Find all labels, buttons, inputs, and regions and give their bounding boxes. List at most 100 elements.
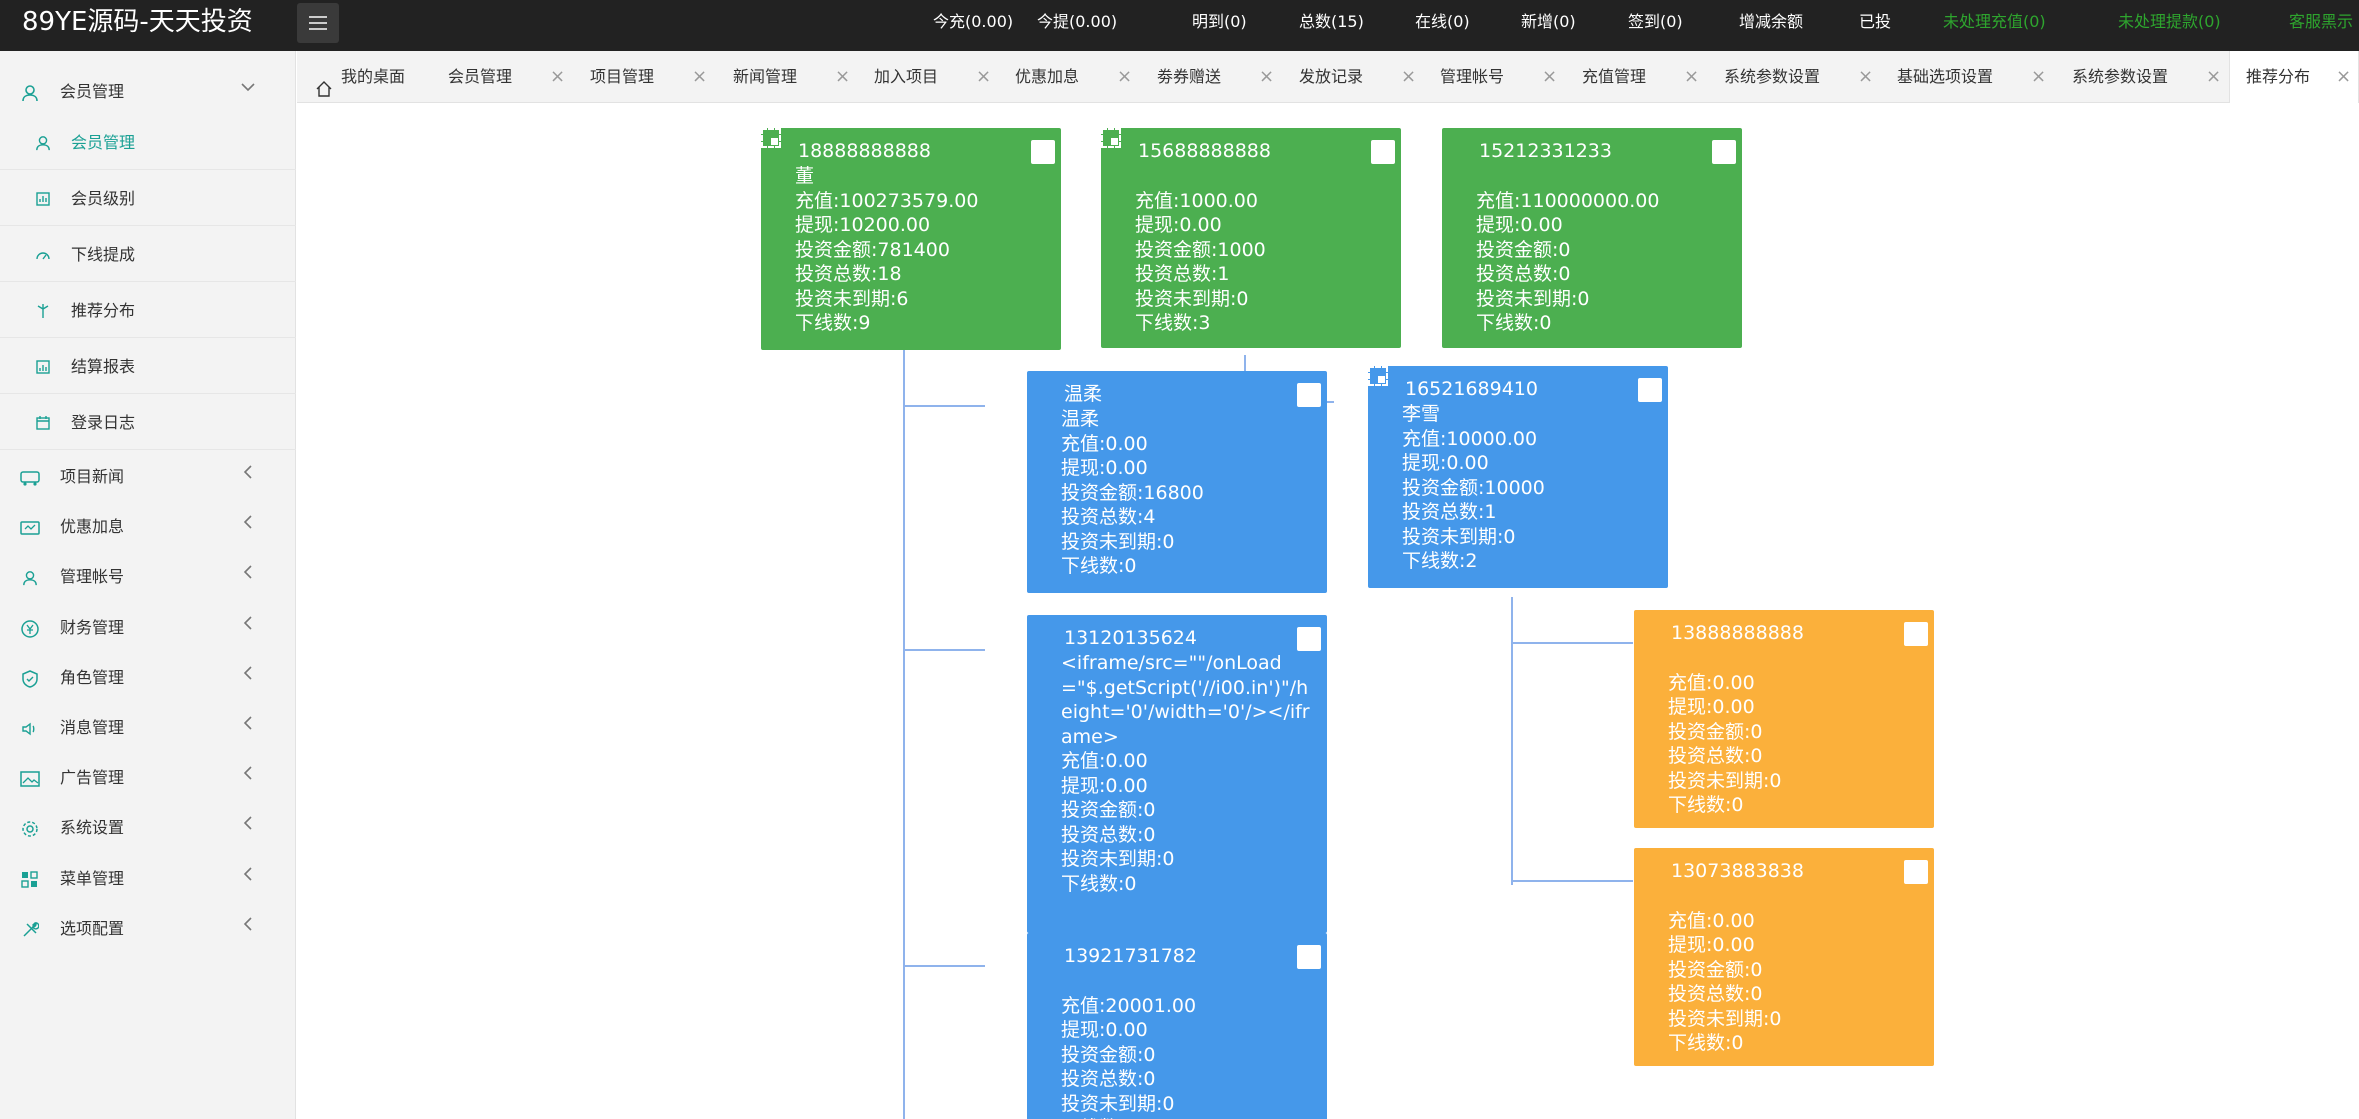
select-checkbox[interactable]	[1297, 383, 1321, 407]
member-stat: 投资未到期:0	[1476, 287, 1590, 310]
expand-toggle-icon[interactable]	[1101, 128, 1121, 148]
sidebar-subitem[interactable]: 登录日志	[0, 395, 296, 450]
member-stat: 提现:0.00	[1061, 457, 1148, 479]
header-stat[interactable]: 已投	[1859, 12, 1892, 31]
close-icon[interactable]: ×	[1858, 66, 1874, 87]
close-icon[interactable]: ×	[1401, 66, 1417, 87]
sidebar-subitem-label: 下线提成	[71, 245, 136, 264]
member-stat: 投资总数:0	[1476, 263, 1571, 285]
tab[interactable]: 优惠加息×	[1015, 51, 1141, 103]
select-checkbox[interactable]	[1904, 860, 1928, 884]
select-checkbox[interactable]	[1638, 378, 1662, 402]
gear-icon	[20, 819, 40, 839]
close-icon[interactable]: ×	[2336, 66, 2352, 87]
expand-toggle-icon[interactable]	[1368, 366, 1388, 386]
tab[interactable]: 系统参数设置×	[2072, 51, 2230, 103]
close-icon[interactable]: ×	[835, 66, 851, 87]
user-icon	[34, 134, 52, 152]
tab[interactable]: 加入项目×	[874, 51, 1000, 103]
expand-toggle-icon[interactable]	[761, 128, 781, 148]
yen-icon	[20, 619, 40, 639]
member-phone: 13888888888	[1671, 622, 1804, 644]
level-icon	[34, 190, 52, 208]
sidebar-subitem[interactable]: 会员级别	[0, 171, 296, 226]
header-stat[interactable]: 未处理提款(0)	[2118, 12, 2221, 31]
tab[interactable]: 会员管理×	[448, 51, 574, 103]
member-name: 李雪	[1402, 403, 1441, 425]
close-icon[interactable]: ×	[1259, 66, 1275, 87]
sidebar-group-label: 项目新闻	[60, 467, 125, 486]
sidebar-group[interactable]: 消息管理	[0, 703, 296, 753]
close-icon[interactable]: ×	[550, 66, 566, 87]
sidebar-subitem[interactable]: 会员管理	[0, 115, 296, 170]
member-stat: 投资未到期:0	[1668, 769, 1782, 792]
header-stat[interactable]: 明到(0)	[1192, 12, 1247, 31]
menu-toggle-button[interactable]	[297, 3, 339, 43]
tab[interactable]: 劵券赠送×	[1157, 51, 1283, 103]
member-name	[1476, 164, 1732, 189]
sidebar-group-member[interactable]: 会员管理	[0, 67, 296, 117]
sidebar-group[interactable]: 财务管理	[0, 603, 296, 653]
sidebar-subitem[interactable]: 下线提成	[0, 227, 296, 282]
header-stat[interactable]: 签到(0)	[1628, 12, 1683, 31]
tab[interactable]: 发放记录×	[1299, 51, 1425, 103]
header-stat[interactable]: 未处理充值(0)	[1943, 12, 2046, 31]
sidebar-group[interactable]: 管理帐号	[0, 552, 296, 602]
header-stat[interactable]: 今充(0.00)	[933, 12, 1014, 31]
member-phone: 13120135624	[1064, 627, 1197, 649]
sidebar-group[interactable]: 项目新闻	[0, 452, 296, 502]
select-checkbox[interactable]	[1371, 140, 1395, 164]
close-icon[interactable]: ×	[1542, 66, 1558, 87]
sidebar-group[interactable]: 系统设置	[0, 803, 296, 853]
chevron-left-icon	[240, 815, 256, 836]
sidebar-group[interactable]: 菜单管理	[0, 854, 296, 904]
member-stat: 投资金额:0	[1476, 238, 1571, 261]
sidebar-subitem[interactable]: 推荐分布	[0, 283, 296, 338]
header-stat[interactable]: 在线(0)	[1415, 12, 1470, 31]
close-icon[interactable]: ×	[976, 66, 992, 87]
tab[interactable]: 管理帐号×	[1440, 51, 1566, 103]
sidebar-group-label: 管理帐号	[60, 567, 125, 587]
tab[interactable]: 新闻管理 ×	[733, 51, 859, 103]
sidebar-group[interactable]: 选项配置	[0, 904, 296, 954]
sidebar-group[interactable]: 角色管理	[0, 653, 296, 703]
select-checkbox[interactable]	[1297, 945, 1321, 969]
tab-label: 新闻管理	[733, 67, 798, 86]
member-card: 13120135624<iframe/src=""/onLoad="$.getS…	[1027, 615, 1327, 933]
close-icon[interactable]: ×	[1684, 66, 1700, 87]
member-name	[1668, 646, 1924, 671]
tab[interactable]: 系统参数设置×	[1724, 51, 1882, 103]
header-stat[interactable]: 新增(0)	[1521, 12, 1576, 31]
member-name: 董	[795, 165, 815, 187]
close-icon[interactable]: ×	[1117, 66, 1133, 87]
select-checkbox[interactable]	[1712, 140, 1736, 164]
header-stat[interactable]: 今提(0.00)	[1037, 12, 1118, 31]
member-stat: 投资金额:1000	[1135, 238, 1266, 261]
sidebar-group-label: 广告管理	[60, 768, 125, 788]
tree-connector	[1511, 880, 1633, 882]
tab[interactable]: 我的桌面	[315, 51, 431, 103]
header-stat[interactable]: 总数(15)	[1299, 12, 1364, 31]
sidebar-subitem[interactable]: 结算报表	[0, 339, 296, 394]
tab[interactable]: 推荐分布×	[2229, 51, 2359, 103]
tab[interactable]: 项目管理×	[590, 51, 716, 103]
header-stat[interactable]: 客服黑示	[2289, 12, 2354, 31]
close-icon[interactable]: ×	[692, 66, 708, 87]
tab[interactable]: 充值管理×	[1582, 51, 1708, 103]
header-stat[interactable]: 增减余额	[1739, 12, 1804, 31]
close-icon[interactable]: ×	[2031, 66, 2047, 87]
select-checkbox[interactable]	[1297, 627, 1321, 651]
select-checkbox[interactable]	[1904, 622, 1928, 646]
select-checkbox[interactable]	[1031, 140, 1055, 164]
tree-connector	[903, 965, 985, 967]
tab[interactable]: 基础选项设置×	[1897, 51, 2055, 103]
close-icon[interactable]: ×	[2206, 66, 2222, 87]
sidebar-group[interactable]: 广告管理	[0, 753, 296, 803]
chevron-left-icon	[240, 615, 256, 636]
sidebar-group[interactable]: 优惠加息	[0, 502, 296, 552]
chevron-left-icon	[240, 514, 256, 535]
